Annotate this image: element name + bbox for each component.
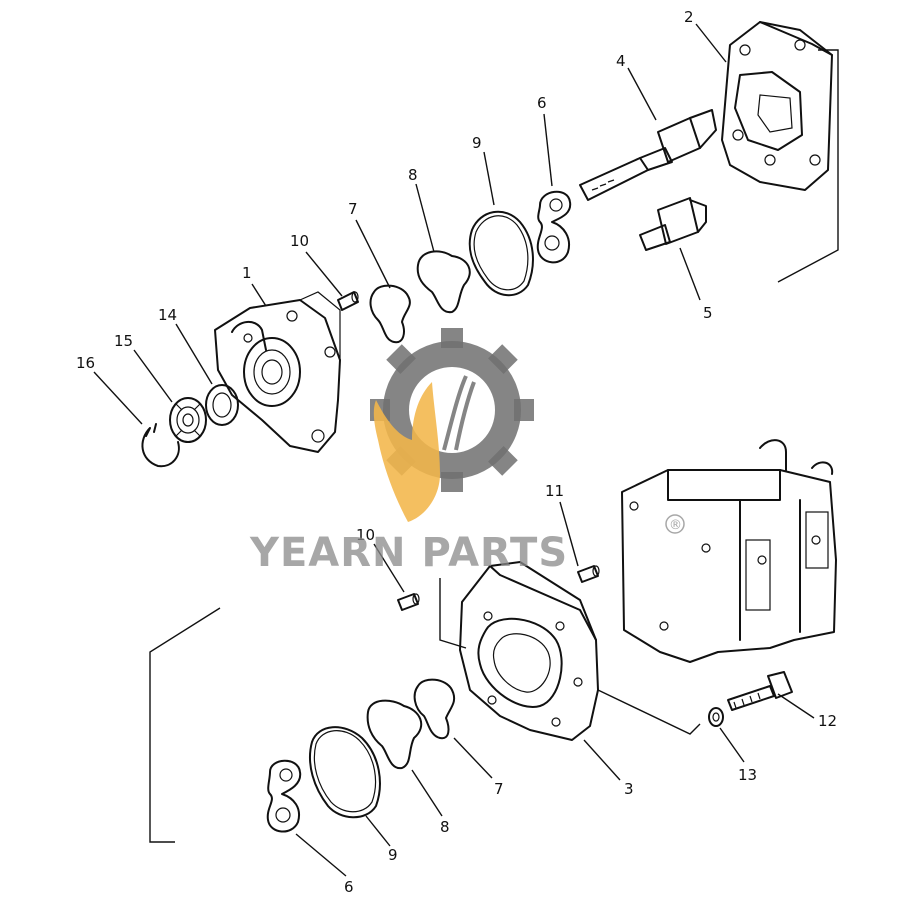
callout-10: 10 xyxy=(290,232,309,250)
callout-8: 8 xyxy=(408,166,418,184)
snap-ring-part-16 xyxy=(141,423,180,468)
seal-part-7-lower xyxy=(413,678,456,740)
callout-15: 15 xyxy=(114,332,133,350)
callout-2: 2 xyxy=(684,8,694,26)
gear-housing-part-3 xyxy=(459,561,599,741)
callout-4: 4 xyxy=(616,52,626,70)
watermark-brand-text: YEARN PARTS xyxy=(249,530,568,576)
washer-part-14 xyxy=(205,384,239,426)
bushing-plate-part-6-lower xyxy=(266,759,302,833)
callout-7b: 7 xyxy=(494,780,504,798)
callout-14: 14 xyxy=(158,306,177,324)
callout-6b: 6 xyxy=(344,878,354,896)
bushing-plate-part-6-upper xyxy=(536,190,572,264)
dowel-pin-part-10-upper xyxy=(337,291,359,311)
seal-part-8-lower xyxy=(366,699,423,770)
seal-part-8-upper xyxy=(416,250,471,314)
dowel-pin-part-10-lower xyxy=(397,593,420,611)
callout-9: 9 xyxy=(472,134,482,152)
callout-1: 1 xyxy=(242,264,252,282)
callout-13: 13 xyxy=(738,766,757,784)
drive-shaft-part-4 xyxy=(579,109,717,201)
callout-11: 11 xyxy=(545,482,564,500)
assembly-bracket-upper xyxy=(777,49,839,283)
callout-5: 5 xyxy=(703,304,713,322)
flame-logo-icon xyxy=(373,382,440,522)
callout-3: 3 xyxy=(624,780,634,798)
callout-6: 6 xyxy=(537,94,547,112)
watermark-registered-mark: ® xyxy=(669,518,682,533)
bolt-part-12 xyxy=(727,671,793,711)
seal-part-9-upper xyxy=(468,210,534,297)
dowel-pin-part-11 xyxy=(577,565,600,583)
front-cover-part-1 xyxy=(214,291,341,453)
assembly-bracket-lower-left xyxy=(149,607,221,843)
washer-part-13 xyxy=(708,707,724,727)
seal-part-9-lower xyxy=(308,726,381,819)
pump-body xyxy=(621,439,837,663)
callout-16: 16 xyxy=(76,354,95,372)
callout-10b: 10 xyxy=(356,526,375,544)
leader-lines xyxy=(93,23,815,877)
callout-12: 12 xyxy=(818,712,837,730)
housing-to-body-line xyxy=(597,689,701,735)
driven-gear-part-5 xyxy=(639,197,707,251)
end-plate-part-2 xyxy=(721,21,833,191)
callout-7: 7 xyxy=(348,200,358,218)
callout-9b: 9 xyxy=(388,846,398,864)
yearn-parts-watermark: YEARN PARTS ® xyxy=(249,328,685,576)
assembly-bracket-lower-mid xyxy=(439,578,467,649)
callout-8b: 8 xyxy=(440,818,450,836)
callout-numbers: 2 4 5 6 9 8 7 10 1 14 15 16 11 10 12 13 … xyxy=(76,8,837,896)
bearing-part-15 xyxy=(169,397,207,443)
seal-part-7-upper xyxy=(369,284,411,344)
